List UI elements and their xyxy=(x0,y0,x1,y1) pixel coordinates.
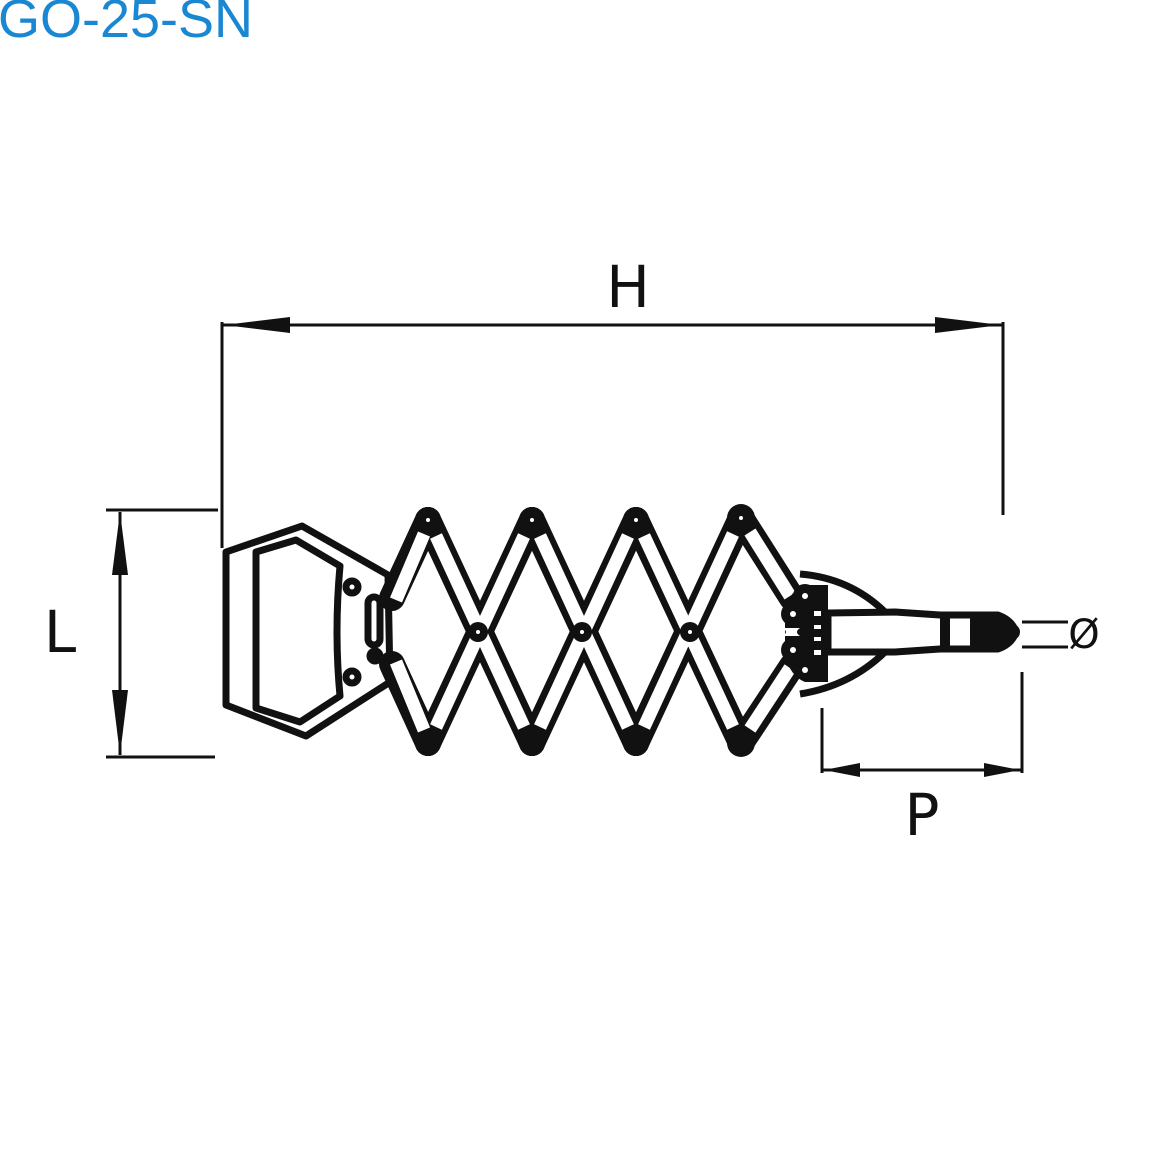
scissor-linkage xyxy=(379,504,805,757)
dimension-l-label: L xyxy=(44,598,76,666)
dimension-p-label: P xyxy=(905,781,940,849)
product-model-title: GO-25-SN xyxy=(0,0,254,49)
dimension-diameter xyxy=(1022,620,1068,649)
dimension-h-label: H xyxy=(606,253,650,321)
dimension-l xyxy=(106,508,218,759)
dimension-p xyxy=(820,672,1024,777)
dimension-diameter-label: Ø xyxy=(1068,612,1099,658)
handle xyxy=(222,522,394,740)
rivet-head xyxy=(781,570,1020,698)
dimension-h xyxy=(220,317,1005,548)
